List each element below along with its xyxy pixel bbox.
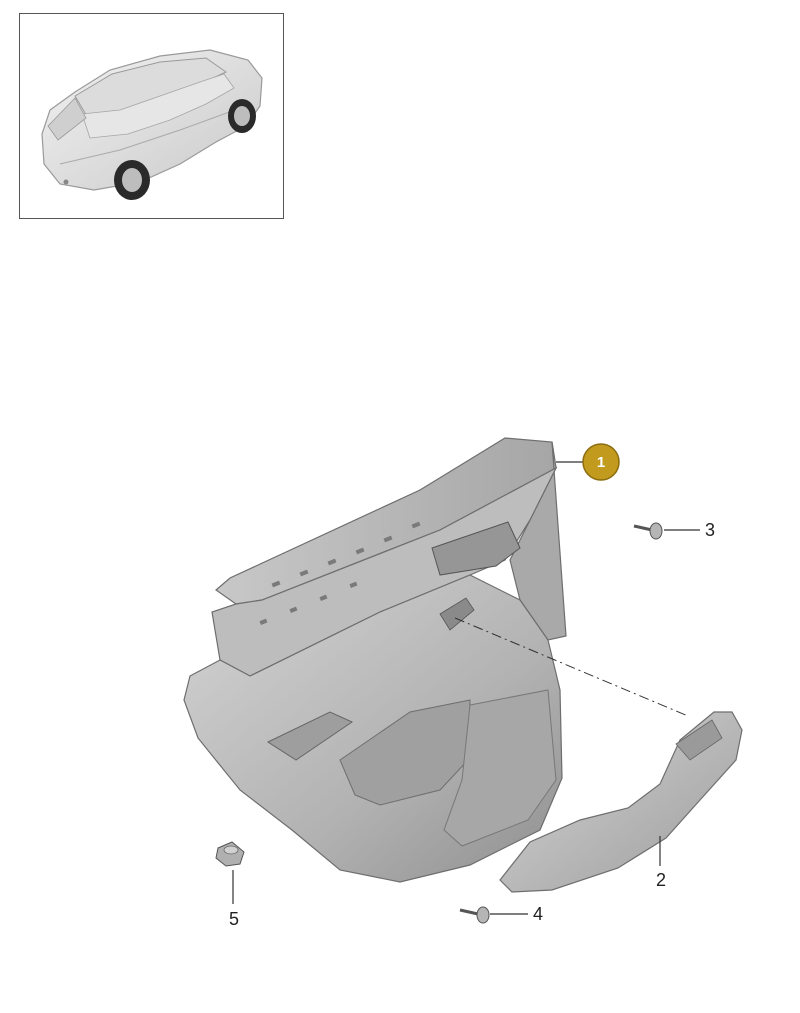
callout-3[interactable]: 3: [705, 520, 715, 540]
callout-1[interactable]: 1: [582, 443, 620, 481]
callout-2[interactable]: 2: [656, 870, 666, 890]
assembly-line: [454, 617, 689, 717]
svg-text:1: 1: [597, 454, 605, 471]
callout-4[interactable]: 4: [533, 904, 543, 924]
screw-part-4[interactable]: [459, 906, 490, 924]
leader-lines: [232, 461, 700, 915]
screw-part-3[interactable]: [633, 522, 663, 540]
callout-5[interactable]: 5: [229, 909, 239, 929]
clip-part-5[interactable]: [215, 841, 245, 867]
car-suv-icon: [41, 49, 263, 200]
grab-handle[interactable]: [499, 711, 743, 893]
door-trim-panel[interactable]: [183, 437, 567, 883]
vehicle-thumbnail: [19, 13, 284, 219]
